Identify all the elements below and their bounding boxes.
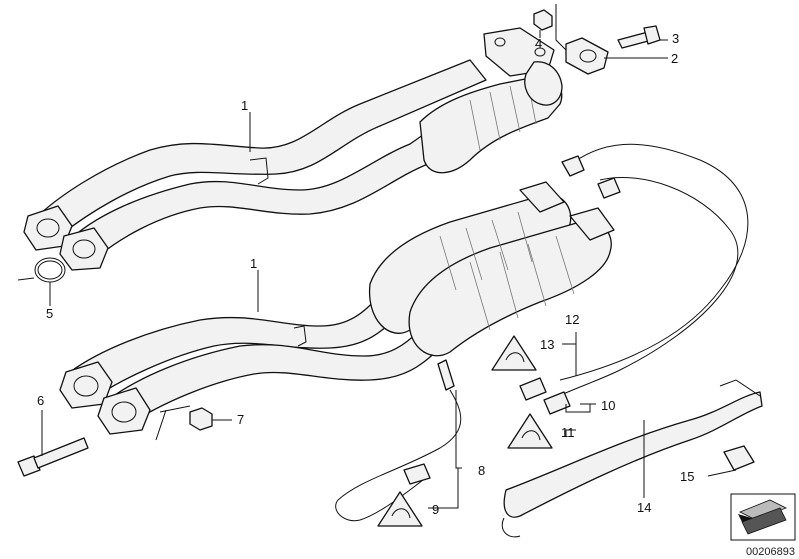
leader-lines xyxy=(17,4,737,509)
callout-6: 6 xyxy=(37,393,44,408)
warning-triangle-9 xyxy=(377,491,423,527)
cable-holder[interactable] xyxy=(501,379,763,538)
warning-triangle-11 xyxy=(507,413,553,449)
callout-9: 9 xyxy=(432,502,439,517)
warning-triangle-13 xyxy=(491,335,537,371)
front-pipe-upper[interactable] xyxy=(23,27,563,271)
callout-3: 3 xyxy=(672,31,679,46)
callout-8: 8 xyxy=(478,463,485,478)
callout-1-lower: 1 xyxy=(250,256,257,271)
callout-4: 4 xyxy=(535,36,542,51)
callout-5: 5 xyxy=(46,306,53,321)
hex-bolt-top[interactable] xyxy=(617,25,661,49)
callout-7: 7 xyxy=(237,412,244,427)
callout-11: 11 xyxy=(561,425,575,440)
oxygen-sensor-upper[interactable] xyxy=(519,143,749,415)
callout-14: 14 xyxy=(637,500,651,515)
flange-gasket[interactable] xyxy=(565,37,609,75)
callout-13: 13 xyxy=(540,337,554,352)
front-pipe-lower[interactable] xyxy=(59,181,615,435)
navigation-arrow-icon[interactable] xyxy=(730,493,796,541)
nut-lower[interactable] xyxy=(189,407,213,431)
callout-1-upper: 1 xyxy=(241,98,248,113)
callout-2: 2 xyxy=(671,51,678,66)
nut-top[interactable] xyxy=(533,9,553,31)
callout-10: 10 xyxy=(601,398,615,413)
callout-15: 15 xyxy=(680,469,694,484)
callout-12: 12 xyxy=(565,312,579,327)
document-number: 00206893 xyxy=(746,546,795,558)
gasket-ring[interactable] xyxy=(34,257,66,283)
bolt-lower[interactable] xyxy=(17,437,89,477)
